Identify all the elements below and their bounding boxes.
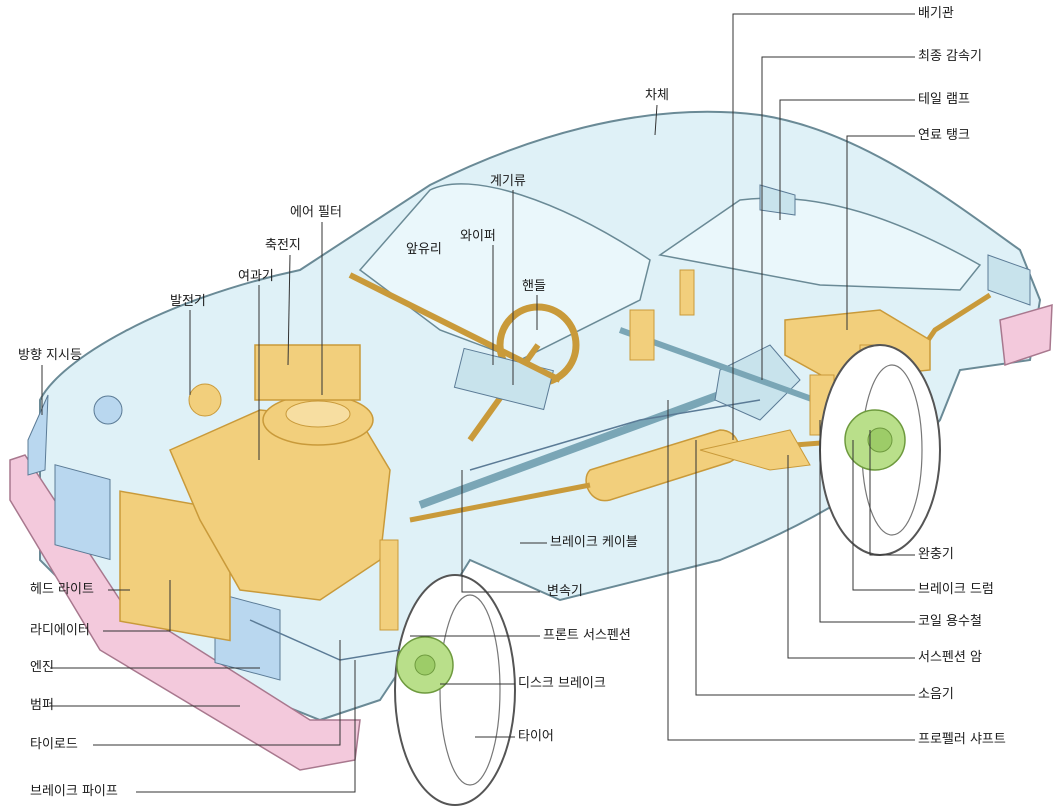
rear-left-coil [629, 309, 655, 361]
alternator-body [188, 383, 222, 417]
leader-lines [41, 13, 915, 793]
label-front-suspension: 프론트 서스펜션 [543, 628, 631, 643]
label-strainer: 여과기 [238, 269, 274, 284]
label-brake-pipe: 브레이크 파이프 [30, 784, 118, 799]
label-disc-brake: 디스크 브레이크 [518, 676, 606, 691]
label-suspension-arm: 서스펜션 암 [918, 650, 982, 665]
label-instrument-cluster: 계기류 [490, 174, 526, 189]
canister [93, 395, 123, 425]
turn-signal-lamp [27, 394, 49, 476]
label-bumper-rubber: 완충기 [918, 547, 954, 562]
headlight-left [54, 464, 111, 561]
air-filter-top [285, 400, 351, 428]
label-muffler: 소음기 [918, 687, 954, 702]
label-turn-signal: 방향 지시등 [18, 348, 82, 363]
label-tail-lamp: 테일 램프 [918, 92, 970, 107]
label-battery: 축전지 [265, 238, 301, 253]
label-body: 차체 [645, 88, 669, 103]
label-coil-spring: 코일 용수철 [918, 614, 982, 629]
label-engine: 엔진 [30, 660, 54, 675]
rear-bumper [999, 303, 1053, 367]
battery-box [254, 344, 361, 401]
front-tire [394, 574, 516, 806]
label-wiper: 와이퍼 [460, 229, 496, 244]
radiator-block [119, 490, 231, 642]
label-tie-rod: 타이로드 [30, 737, 78, 752]
label-windshield: 앞유리 [406, 242, 442, 257]
suspension-arm-bar [699, 429, 811, 471]
label-brake-cable: 브레이크 케이블 [550, 535, 638, 550]
front-shock [379, 539, 399, 631]
label-transmission: 변속기 [547, 584, 583, 599]
rear-bracket [759, 184, 796, 216]
propeller-shaft-bar [418, 376, 762, 509]
brake-drum-hub [867, 427, 893, 453]
front-tire-inner [439, 594, 501, 786]
label-tire: 타이어 [518, 729, 554, 744]
label-propeller-shaft: 프로펠러 샤프트 [918, 732, 1006, 747]
tail-lamp-shape [987, 254, 1031, 306]
label-bumper: 범퍼 [30, 698, 54, 713]
label-alternator: 발전기 [170, 294, 206, 309]
label-final-reduction-gear: 최종 감속기 [918, 49, 982, 64]
label-brake-drum: 브레이크 드럼 [918, 582, 994, 597]
label-steering-wheel: 핸들 [522, 279, 546, 294]
wiper-blade [348, 272, 562, 383]
label-headlight: 헤드 라이트 [30, 582, 94, 597]
label-fuel-tank: 연료 탱크 [918, 128, 970, 143]
instrument-panel [453, 347, 554, 411]
label-exhaust-pipe: 배기관 [918, 6, 954, 21]
rear-left-shock [679, 269, 695, 316]
brake-cable-line [469, 399, 761, 471]
label-radiator: 라디에이터 [30, 623, 90, 638]
label-air-filter: 에어 필터 [290, 205, 342, 220]
disc-brake-hub [414, 654, 436, 676]
